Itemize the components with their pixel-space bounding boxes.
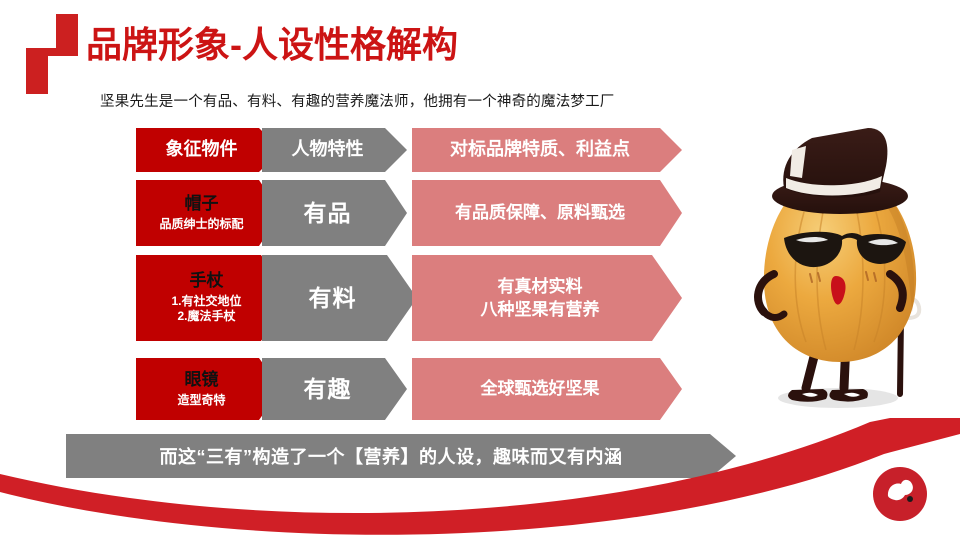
header-cell-object: 象征物件 — [136, 128, 281, 172]
row1-benefit-cell: 有品质保障、原料甄选 — [412, 180, 682, 246]
row3-benefit-label: 全球甄选好坚果 — [480, 379, 600, 399]
row2-trait-label: 有料 — [308, 284, 357, 311]
lightning-bolt-icon — [26, 14, 78, 94]
summary-banner-text: 而这“三有”构造了一个【营养】的人设，趣味而又有内涵 — [159, 447, 623, 467]
row3-object-title: 眼镜 — [184, 369, 219, 389]
row1-object-cell: 帽子 品质绅士的标配 — [136, 180, 281, 246]
page-subtitle: 坚果先生是一个有品、有料、有趣的营养魔法师，他拥有一个神奇的魔法梦工厂 — [100, 94, 615, 110]
red-swoosh-decoration — [0, 418, 960, 535]
header-label-object: 象征物件 — [165, 139, 238, 160]
header-cell-trait: 人物特性 — [262, 128, 407, 172]
summary-banner: 而这“三有”构造了一个【营养】的人设，趣味而又有内涵 — [66, 434, 736, 478]
header-cell-benefit: 对标品牌特质、利益点 — [412, 128, 682, 172]
row1-object-sub: 品质绅士的标配 — [159, 216, 244, 231]
row2-object-title: 手杖 — [189, 271, 224, 291]
header-label-trait: 人物特性 — [291, 139, 364, 160]
row3-trait-cell: 有趣 — [262, 358, 407, 420]
row1-trait-cell: 有品 — [262, 180, 407, 246]
row2-trait-cell: 有料 — [262, 255, 417, 341]
row3-benefit-cell: 全球甄选好坚果 — [412, 358, 682, 420]
row3-object-sub: 造型奇特 — [177, 392, 226, 407]
row2-benefit-cell: 有真材实料八种坚果有营养 — [412, 255, 682, 341]
header-label-benefit: 对标品牌特质、利益点 — [450, 139, 630, 160]
brand-logo-icon — [873, 467, 927, 521]
row1-trait-label: 有品 — [303, 199, 352, 226]
row2-benefit-label: 有真材实料八种坚果有营养 — [480, 276, 600, 319]
row3-object-cell: 眼镜 造型奇特 — [136, 358, 281, 420]
nut-mascot-illustration — [754, 128, 922, 408]
row1-object-title: 帽子 — [184, 193, 219, 213]
row1-benefit-label: 有品质保障、原料甄选 — [455, 203, 625, 223]
row3-trait-label: 有趣 — [303, 375, 352, 402]
page-title: 品牌形象-人设性格解构 — [86, 24, 458, 65]
